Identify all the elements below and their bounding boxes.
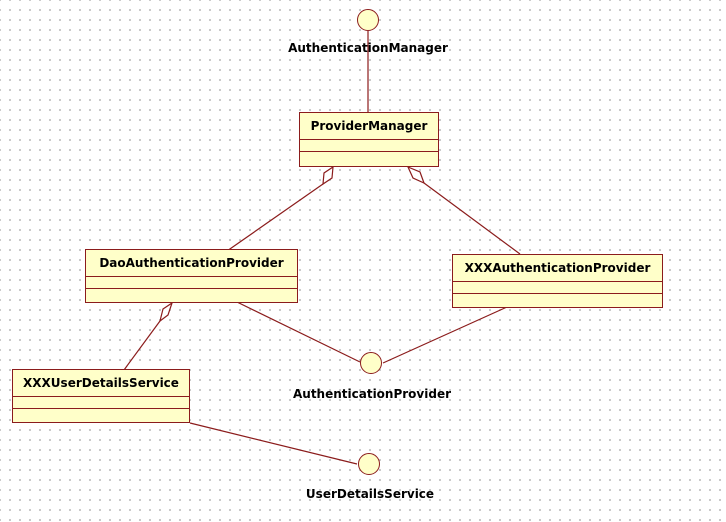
- interface-userdetailsservice-circle[interactable]: [358, 453, 380, 475]
- class-providermanager-operations: [300, 152, 438, 163]
- class-xxxauthenticationprovider[interactable]: XXXAuthenticationProvider: [452, 254, 663, 308]
- class-xxxuserdetailsservice-name: XXXUserDetailsService: [13, 370, 189, 397]
- class-daoauthenticationprovider-name: DaoAuthenticationProvider: [86, 250, 297, 277]
- class-xxxuserdetailsservice-operations: [13, 409, 189, 420]
- class-xxxuserdetailsservice-attributes: [13, 397, 189, 409]
- interface-authenticationprovider-label: AuthenticationProvider: [292, 387, 452, 401]
- aggregation-diamond-bottom: [159, 301, 174, 323]
- aggregation-diamond-right: [406, 165, 426, 185]
- connector-xxx-authenticationprovider: [382, 306, 508, 364]
- class-xxxauthenticationprovider-attributes: [453, 282, 662, 294]
- connector-dao-authenticationprovider: [236, 301, 361, 363]
- class-providermanager-attributes: [300, 140, 438, 152]
- connector-xxxuserdetails-userdetailsservice: [189, 422, 358, 465]
- connector-providermanager-dao: [226, 183, 324, 252]
- connector-providermanager-xxx: [423, 182, 521, 255]
- class-providermanager-name: ProviderManager: [300, 113, 438, 140]
- interface-userdetailsservice-label: UserDetailsService: [305, 487, 435, 501]
- class-xxxauthenticationprovider-operations: [453, 294, 662, 305]
- class-daoauthenticationprovider-attributes: [86, 277, 297, 289]
- interface-authenticationmanager-label: AuthenticationManager: [288, 41, 448, 55]
- class-xxxauthenticationprovider-name: XXXAuthenticationProvider: [453, 255, 662, 282]
- class-daoauthenticationprovider[interactable]: DaoAuthenticationProvider: [85, 249, 298, 303]
- connector-dao-userdetailsservice: [123, 320, 161, 371]
- class-providermanager[interactable]: ProviderManager: [299, 112, 439, 167]
- class-daoauthenticationprovider-operations: [86, 289, 297, 300]
- aggregation-diamond-left: [322, 165, 334, 186]
- interface-authenticationprovider-circle[interactable]: [360, 352, 382, 374]
- interface-authenticationmanager-circle[interactable]: [357, 9, 379, 31]
- class-xxxuserdetailsservice[interactable]: XXXUserDetailsService: [12, 369, 190, 423]
